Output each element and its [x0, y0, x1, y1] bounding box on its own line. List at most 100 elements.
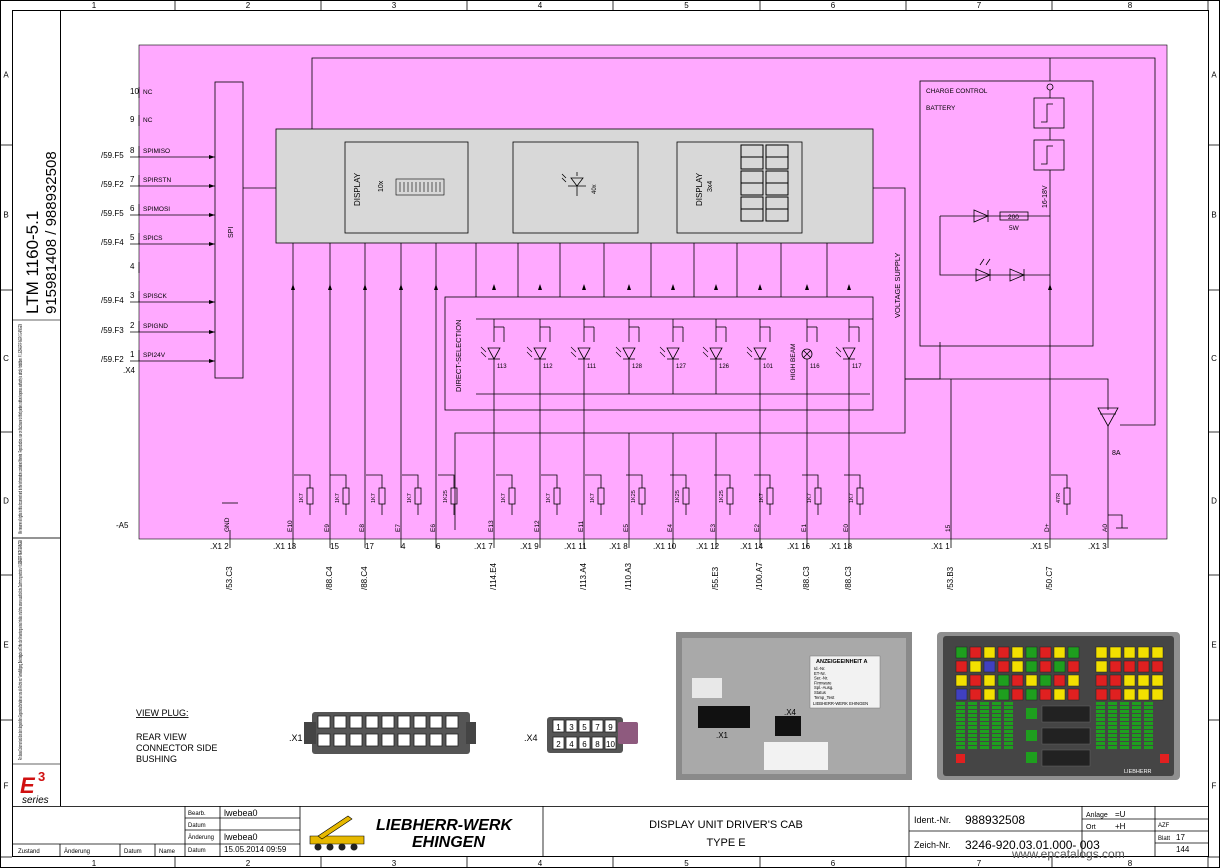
column-label-bottom: 3: [392, 859, 397, 868]
resistor-label: 1K7: [849, 493, 855, 503]
left-pin-signal: SPIRSTN: [143, 177, 171, 184]
resistor-label: 1K7: [546, 493, 552, 503]
left-pin-number: 4: [130, 262, 135, 271]
photo-label-line: Ser.-Nr.: [814, 676, 828, 681]
photo2-brand: LIEBHERR: [1124, 769, 1152, 775]
led-label: 111: [587, 364, 597, 370]
left-pin-signal: NC: [143, 117, 153, 124]
x4-pin-bottom: 10: [606, 740, 615, 749]
led-label: 113: [497, 364, 507, 370]
title-block: [12, 806, 1209, 857]
bottom-pin-name: E9: [324, 524, 331, 532]
resistor-label: 1K25: [443, 490, 449, 503]
led-label: 126: [719, 364, 730, 370]
x4-pin-bottom: 2: [556, 740, 561, 749]
bottom-pin-number: .X1 7: [474, 542, 493, 551]
display3-sub: 3x4: [707, 181, 714, 192]
led-label: 128: [632, 364, 643, 370]
sidebar-notice-en: We reserve all rights in this document a…: [17, 324, 24, 534]
column-label-bottom: 8: [1128, 859, 1133, 868]
spi-block: [214, 81, 244, 379]
row-label-left: C: [3, 354, 9, 363]
resistor-label: 47R: [1056, 493, 1062, 503]
bottom-pin-number: 4: [401, 542, 406, 551]
column-label-top: 2: [246, 1, 251, 10]
left-pin-number: 3: [130, 291, 135, 300]
bottom-pin-name: E0: [843, 524, 850, 532]
photo-x1: .X1: [716, 731, 729, 740]
bottom-pin-name: E1: [801, 524, 808, 532]
sidebar-numbers: 915981408 / 988932508: [43, 151, 60, 314]
bottom-pin-name: E13: [488, 520, 495, 532]
column-label-top: 1: [92, 1, 97, 10]
row-label-left: E: [3, 641, 8, 650]
tb-ort-value: +H: [1115, 822, 1126, 831]
bottom-pin-ref: /114.E4: [489, 562, 498, 590]
watermark: www.epcatalogs.com: [1011, 847, 1125, 861]
column-label-bottom: 2: [246, 859, 251, 868]
resistor-label: 1K7: [501, 493, 507, 503]
voltage-supply-wire: [454, 187, 1119, 530]
tb-blatt-label: Blatt: [1158, 836, 1170, 842]
left-pin-signal: SPI24V: [143, 352, 166, 359]
column-label-top: 3: [392, 1, 397, 10]
photo-label-title: ANZEIGEEINHEIT A: [816, 659, 867, 665]
photo-label-line: ET-Nr.: [814, 671, 826, 676]
bottom-pin-ref: /50.C7: [1045, 566, 1054, 590]
sidebar: LTM 1160-5.1 915981408 / 988932508 We re…: [12, 151, 61, 806]
bottom-pin-number: .X1 8: [609, 542, 628, 551]
tb-zeich-label: Zeich-Nr.: [914, 840, 951, 850]
bottom-pin-number: .X1 2: [210, 542, 229, 551]
x4-pin-top: 9: [608, 723, 613, 732]
bottom-pin-name: E7: [395, 524, 402, 532]
bottom-pin-number: .X1 13: [273, 542, 297, 551]
bottom-pin-name: A0: [1102, 524, 1109, 532]
voltage-supply-label: VOLTAGE SUPPLY: [893, 253, 902, 318]
led-label: 117: [852, 364, 862, 370]
led-40x-icon: [561, 172, 586, 196]
e3-logo: E: [20, 773, 36, 798]
x4-pin-bottom: 6: [582, 740, 587, 749]
charge-control-box: [919, 80, 1094, 347]
view-plug-line2: CONNECTOR SIDE: [136, 743, 217, 753]
left-pin-signal: SPICS: [143, 235, 163, 242]
top-bus: [311, 57, 1156, 426]
bottom-pin-ref: /110.A3: [624, 562, 633, 590]
spi-label: SPI: [228, 227, 235, 238]
left-pin-number: 9: [130, 115, 135, 124]
resistor-label: 1K7: [807, 493, 813, 503]
crane-logo-image: [305, 812, 371, 852]
left-pin-signal: SPISCK: [143, 293, 168, 300]
bottom-pin-name: E3: [710, 524, 717, 532]
row-label-left: A: [3, 71, 9, 80]
resistor-power: 5W: [1009, 225, 1020, 232]
bottom-pin-name: E11: [578, 521, 585, 532]
bottom-pin-name: E4: [667, 524, 674, 532]
led-label: 112: [543, 364, 553, 370]
sidebar-notice-de: Für dieses Dokument und den darin darges…: [17, 540, 24, 760]
row-label-right: A: [1211, 71, 1217, 80]
x4-pin-bottom: 4: [569, 740, 574, 749]
resistor-label: 1K7: [335, 493, 341, 503]
resistor-label: 1K7: [590, 493, 596, 503]
tb-aenderung-value: lwebea0: [224, 832, 258, 842]
bottom-pin-name: E8: [359, 524, 366, 532]
tb-von-value: 144: [1176, 845, 1190, 854]
tb-aenderung-label: Änderung: [188, 834, 214, 841]
left-pin-number: 8: [130, 146, 135, 155]
direct-selection-box: [444, 296, 874, 411]
signal-wires: [292, 243, 828, 530]
bottom-pin-ref: /88.C3: [802, 566, 811, 590]
direct-selection-label: DIRECT-SELECTION: [454, 319, 463, 392]
column-label-bottom: 7: [977, 859, 982, 868]
left-pin-ref: /59.F4: [101, 238, 124, 247]
bottom-pin-name: E12: [534, 520, 541, 532]
tb-title2: TYPE E: [706, 837, 745, 849]
column-label-top: 8: [1128, 1, 1133, 10]
tb-zustand: Zustand: [18, 849, 40, 855]
bottom-pin-name: E6: [430, 524, 437, 532]
tb-zeich-value: 3246-920.03.01.000- 003: [965, 838, 1100, 852]
